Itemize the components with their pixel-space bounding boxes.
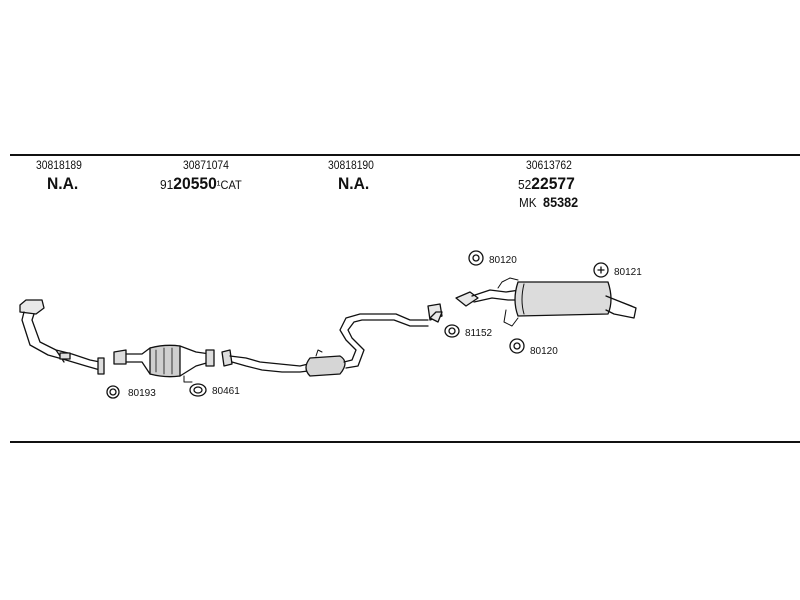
part-number-front-pipe: 30818189: [36, 158, 82, 172]
callout-80120-upper: 80120: [489, 255, 517, 266]
availability-middle-pipe: N.A.: [338, 174, 370, 193]
rear-silencer-code-main: 22577: [531, 174, 575, 193]
middle-pipe-drawing: [221, 303, 443, 377]
mount-80120-upper-drawing: [468, 250, 484, 266]
callout-80461: 80461: [212, 386, 240, 397]
availability-front-pipe: N.A.: [47, 174, 79, 193]
catalyst-code-suffix: ¹CAT: [216, 178, 242, 192]
part-number-middle-pipe: 30818190: [328, 158, 374, 172]
part-number-rear-silencer: 30613762: [526, 158, 572, 172]
gasket-80193-drawing: [106, 385, 120, 399]
rear-silencer-code-prefix: 52: [518, 177, 532, 192]
catalyst-code: 9120550¹CAT: [160, 174, 242, 194]
callout-80121: 80121: [614, 267, 642, 278]
mk-code: MK 85382: [519, 194, 578, 210]
catalyst-code-prefix: 91: [160, 177, 174, 192]
top-divider-line: [10, 154, 800, 156]
rear-silencer-code: 5222577: [518, 174, 575, 194]
mount-80120-lower-drawing: [509, 338, 525, 354]
gasket-80461-drawing: [189, 383, 207, 397]
gasket-81152-drawing: [444, 324, 460, 338]
catalyst-drawing: [113, 344, 215, 383]
mk-label: MK: [519, 195, 537, 210]
callout-80120-lower: 80120: [530, 346, 558, 357]
callout-81152: 81152: [465, 328, 493, 339]
mk-value: 85382: [543, 194, 579, 210]
catalyst-code-main: 20550: [173, 174, 217, 193]
front-pipe-drawing: [19, 299, 105, 375]
callout-80193: 80193: [128, 388, 156, 399]
mount-80121-drawing: [593, 262, 609, 278]
part-number-catalyst: 30871074: [183, 158, 229, 172]
rear-silencer-drawing: [455, 277, 637, 327]
bottom-divider-line: [10, 441, 800, 443]
